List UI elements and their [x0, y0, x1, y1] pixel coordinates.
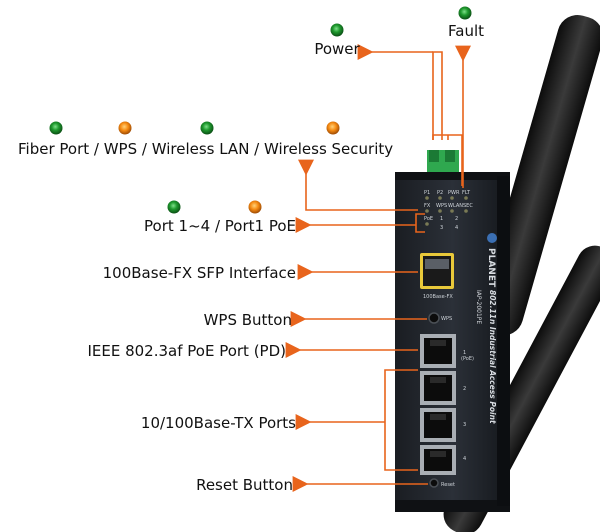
led-label-poe: PoE: [424, 216, 433, 222]
fault-label: Fault: [448, 22, 484, 40]
led-label-4: 4: [455, 225, 458, 231]
led-label-wps: WPS: [436, 203, 447, 209]
led-label-3: 3: [440, 225, 443, 231]
port-led-indicator: [167, 200, 181, 214]
poe-port-label: IEEE 802.3af PoE Port (PD): [87, 342, 286, 360]
sfp-interface-label: 100Base-FX SFP Interface: [102, 264, 296, 282]
svg-text:(PoE): (PoE): [461, 356, 474, 362]
svg-text:2: 2: [463, 386, 466, 392]
sfp-label: 100Base-FX: [423, 294, 453, 300]
status-led-bracket: [432, 134, 463, 186]
power-led-indicator: [330, 23, 344, 37]
tx-ports-label: 10/100Base-TX Ports: [140, 414, 296, 432]
status-callout-line: [298, 159, 418, 211]
fault-led-indicator: [458, 6, 472, 20]
sfp-slot: 100Base-FX: [420, 253, 454, 300]
led-label-2: 2: [455, 216, 458, 222]
wps-device-label: WPS: [441, 316, 452, 322]
reset-device-label: Reset: [441, 482, 455, 488]
led-label-sec: SEC: [463, 203, 473, 209]
led-label-1: 1: [440, 216, 443, 222]
led-label-fx: FX: [424, 203, 431, 209]
fault-callout-line: [448, 60, 463, 188]
poe-led-indicator: [248, 200, 262, 214]
rj45-port-2: [420, 371, 456, 405]
port-leds-label: Port 1~4 / Port1 PoE: [144, 217, 296, 235]
model-text: IAP-2001PE: [475, 290, 482, 324]
reset-button-device: Reset: [429, 478, 455, 488]
port-numbers: 1(PoE) 2 3 4: [461, 350, 474, 462]
security-led-indicator: [326, 121, 340, 135]
tx-ports-bracket: [384, 369, 418, 471]
reset-button-label: Reset Button: [196, 476, 293, 494]
svg-text:1: 1: [463, 350, 466, 356]
led-label-p1: P1: [424, 190, 430, 196]
wps-led-indicator: [118, 121, 132, 135]
wlan-led-indicator: [200, 121, 214, 135]
rj45-port-3: [420, 408, 456, 442]
wps-button-device: WPS: [428, 312, 452, 324]
led-label-pwr: PWR: [448, 190, 460, 196]
svg-text:3: 3: [463, 422, 466, 428]
status-leds-label: Fiber Port / WPS / Wireless LAN / Wirele…: [18, 140, 394, 158]
rj45-port-1: [420, 334, 456, 368]
fiber-led-indicator: [49, 121, 63, 135]
led-label-wlan: WLAN: [448, 203, 463, 209]
device-branding: PLANET 802.11n Industrial Access Point I…: [475, 233, 497, 424]
power-label: Power: [314, 40, 360, 58]
wps-button-label: WPS Button: [203, 311, 292, 329]
svg-text:4: 4: [463, 456, 466, 462]
device-led-panel: P1 P2 PWR FLT FX WPS WLAN SEC PoE 1 2 3 …: [424, 190, 473, 231]
brand-text: PLANET: [486, 248, 496, 288]
model-line-text: 802.11n Industrial Access Point: [488, 290, 497, 424]
led-label-p2: P2: [437, 190, 443, 196]
power-callout-line: [432, 51, 443, 140]
rj45-port-4: [420, 445, 456, 475]
port-led-bracket: [415, 213, 425, 233]
led-label-flt: FLT: [462, 190, 471, 196]
